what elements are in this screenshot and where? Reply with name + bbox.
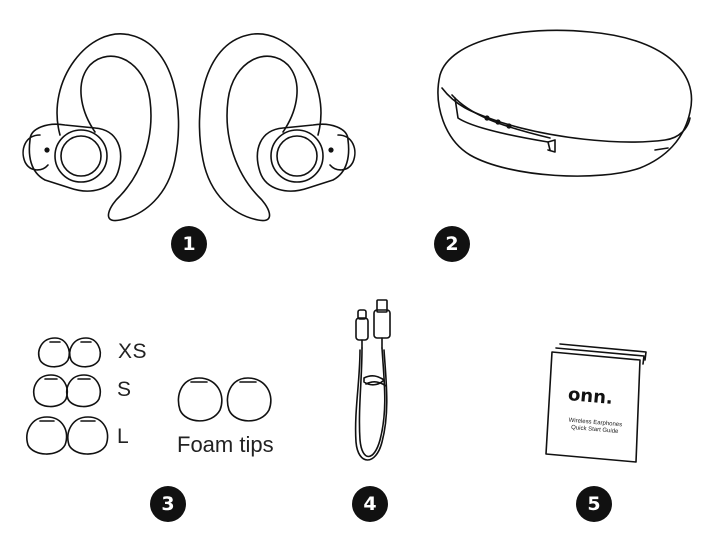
item-number-badge-1: 1	[171, 226, 207, 262]
item-number-badge-2: 2	[434, 226, 470, 262]
size-label-l: L	[117, 425, 130, 448]
item-number-badge-3: 3	[150, 486, 186, 522]
charging-case	[437, 29, 693, 177]
ear-tips-s	[33, 374, 101, 408]
quick-start-guide	[545, 343, 647, 463]
right-earphone	[198, 33, 356, 222]
brand-logo: onn.	[567, 384, 614, 409]
usb-cable	[354, 299, 391, 461]
size-label-s: S	[117, 378, 132, 401]
foam-tips	[177, 377, 272, 422]
foam-tips-label: Foam tips	[177, 432, 274, 457]
item-number-badge-5: 5	[576, 486, 612, 522]
size-label-xs: XS	[118, 340, 148, 363]
ear-tips-l	[26, 416, 109, 455]
item-number-badge-4: 4	[352, 486, 388, 522]
left-earphone	[22, 33, 180, 222]
ear-tips-xs	[38, 337, 102, 368]
